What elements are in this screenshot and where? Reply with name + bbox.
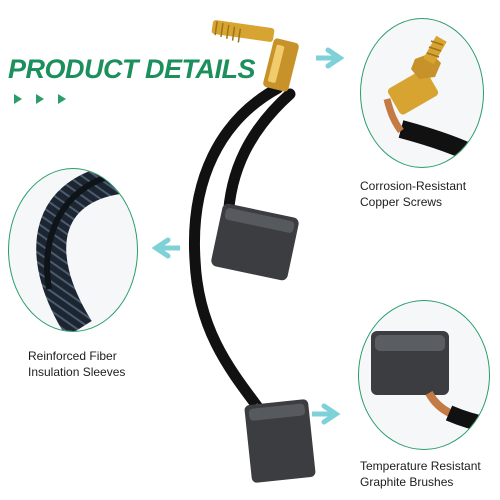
arrow-left-icon: [151, 237, 180, 259]
feature-caption-line: Temperature Resistant: [360, 459, 481, 473]
copper-screw-icon: [211, 20, 299, 92]
arrow-right-icon: [316, 47, 345, 69]
chevron-right-icon: [14, 94, 22, 104]
feature-caption-line: Corrosion-Resistant: [360, 179, 467, 193]
chevron-right-icon: [36, 94, 44, 104]
graphite-brush-icon: [244, 399, 316, 483]
arrow-right-icon: [312, 403, 341, 425]
feature-caption-sleeves: Reinforced Fiber Insulation Sleeves: [28, 348, 158, 380]
feature-caption-line: Reinforced Fiber: [28, 349, 117, 363]
graphite-brush-icon: [211, 203, 299, 281]
feature-caption-brushes: Temperature Resistant Graphite Brushes: [360, 458, 496, 490]
chevron-right-icon: [58, 94, 66, 104]
feature-caption-line: Graphite Brushes: [360, 475, 454, 489]
feature-circle-sleeves: [8, 168, 138, 332]
feature-caption-line: Insulation Sleeves: [28, 365, 126, 379]
copper-screw-icon: [383, 35, 483, 167]
braided-sleeve-icon: [36, 169, 128, 331]
page-title: PRODUCT DETAILS: [8, 54, 256, 84]
chevron-row: [14, 94, 66, 104]
carbon-brush-product-image: [188, 20, 316, 483]
feature-caption-screws: Corrosion-Resistant Copper Screws: [360, 178, 496, 210]
graphite-brush-icon: [371, 331, 489, 433]
feature-caption-line: Copper Screws: [360, 195, 443, 209]
feature-circle-brushes: [358, 300, 490, 450]
feature-circle-screws: [360, 18, 484, 168]
